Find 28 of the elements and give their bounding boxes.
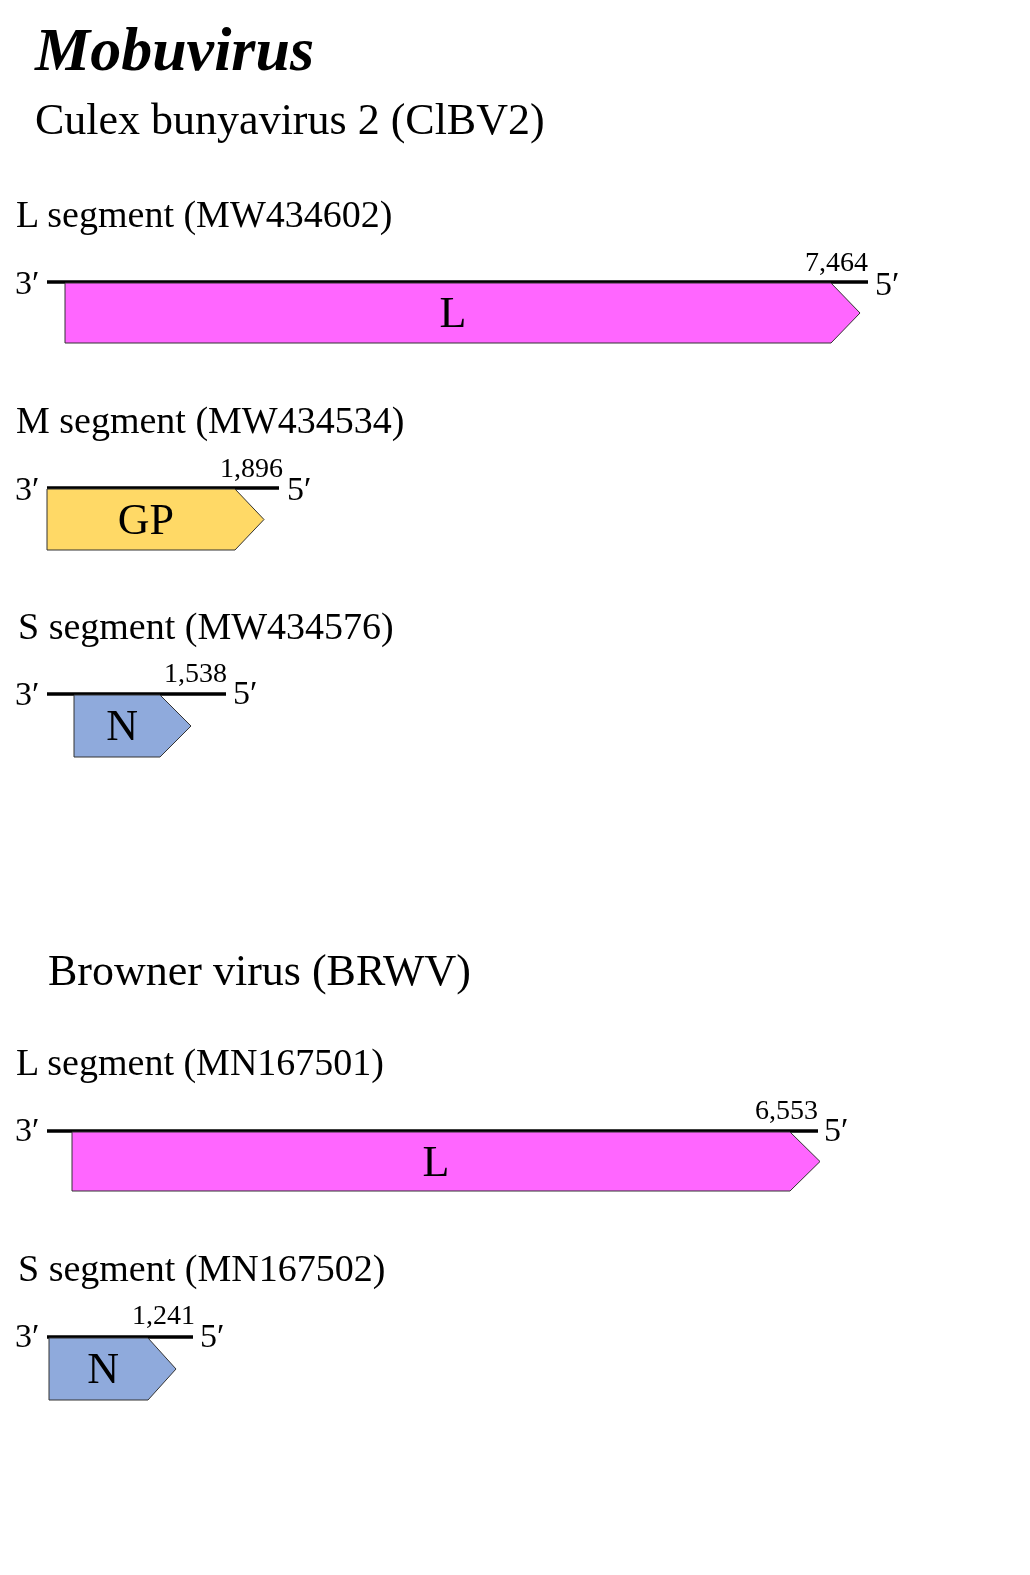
gene-name: GP bbox=[117, 497, 174, 542]
segment-label: S segment (MN167502) bbox=[18, 1249, 386, 1288]
title: Mobuvirus bbox=[35, 18, 315, 80]
end-label: 3′ bbox=[15, 265, 40, 300]
length-label: 1,896 bbox=[220, 454, 283, 483]
virus-name: Browner virus (BRWV) bbox=[48, 948, 471, 993]
end-label: 3′ bbox=[15, 676, 40, 711]
end-label: 5′ bbox=[824, 1112, 849, 1147]
virus-name: Culex bunyavirus 2 (ClBV2) bbox=[35, 97, 545, 142]
gene-name: N bbox=[106, 704, 139, 748]
length-label: 1,538 bbox=[164, 659, 227, 688]
end-label: 3′ bbox=[15, 1318, 40, 1353]
end-label: 5′ bbox=[200, 1318, 225, 1353]
length-label: 1,241 bbox=[132, 1301, 195, 1330]
gene-name: L bbox=[422, 1139, 450, 1184]
segment-label: L segment (MW434602) bbox=[16, 195, 393, 234]
segment-label: L segment (MN167501) bbox=[16, 1043, 384, 1082]
end-label: 5′ bbox=[233, 675, 258, 710]
end-label: 3′ bbox=[15, 1112, 40, 1147]
segment-label: S segment (MW434576) bbox=[18, 607, 394, 646]
gene-name: L bbox=[439, 291, 467, 335]
segment-label: M segment (MW434534) bbox=[16, 401, 405, 440]
length-label: 6,553 bbox=[755, 1096, 818, 1125]
length-label: 7,464 bbox=[805, 248, 868, 277]
end-label: 3′ bbox=[15, 471, 40, 506]
end-label: 5′ bbox=[287, 471, 312, 506]
end-label: 5′ bbox=[875, 266, 900, 301]
gene-name: N bbox=[87, 1347, 120, 1391]
